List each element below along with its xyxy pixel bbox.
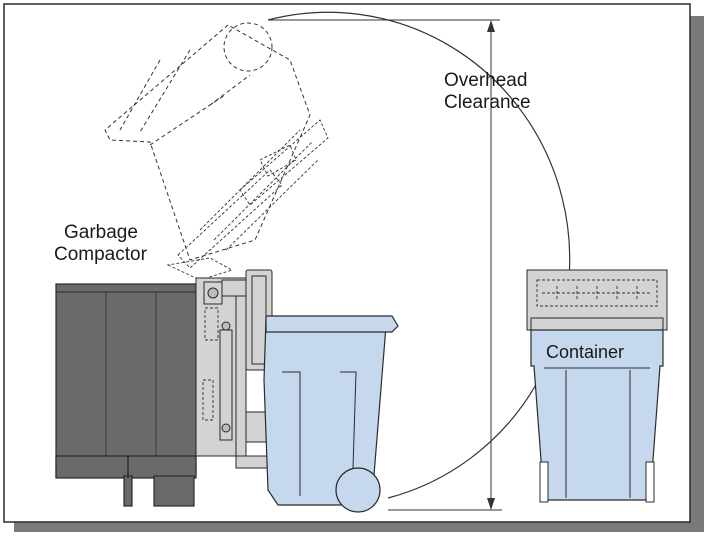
swing-arc xyxy=(267,11,571,499)
raised-container-outline xyxy=(104,22,329,281)
overhead-clearance-label-line1: Overhead xyxy=(444,70,527,91)
overhead-clearance-label-line2: Clearance xyxy=(444,92,531,113)
overhead-clearance-dimension xyxy=(267,11,571,511)
cart-lifter xyxy=(195,269,275,469)
garbage-compactor xyxy=(55,283,197,507)
cart-side-view xyxy=(263,315,399,513)
arrow-up-icon xyxy=(487,20,495,32)
garbage-compactor-label-line1: Garbage xyxy=(64,222,138,243)
garbage-compactor-label-line2: Compactor xyxy=(54,244,148,265)
container-label: Container xyxy=(546,342,624,362)
arrow-down-icon xyxy=(487,498,495,510)
container-front-view xyxy=(526,269,668,503)
